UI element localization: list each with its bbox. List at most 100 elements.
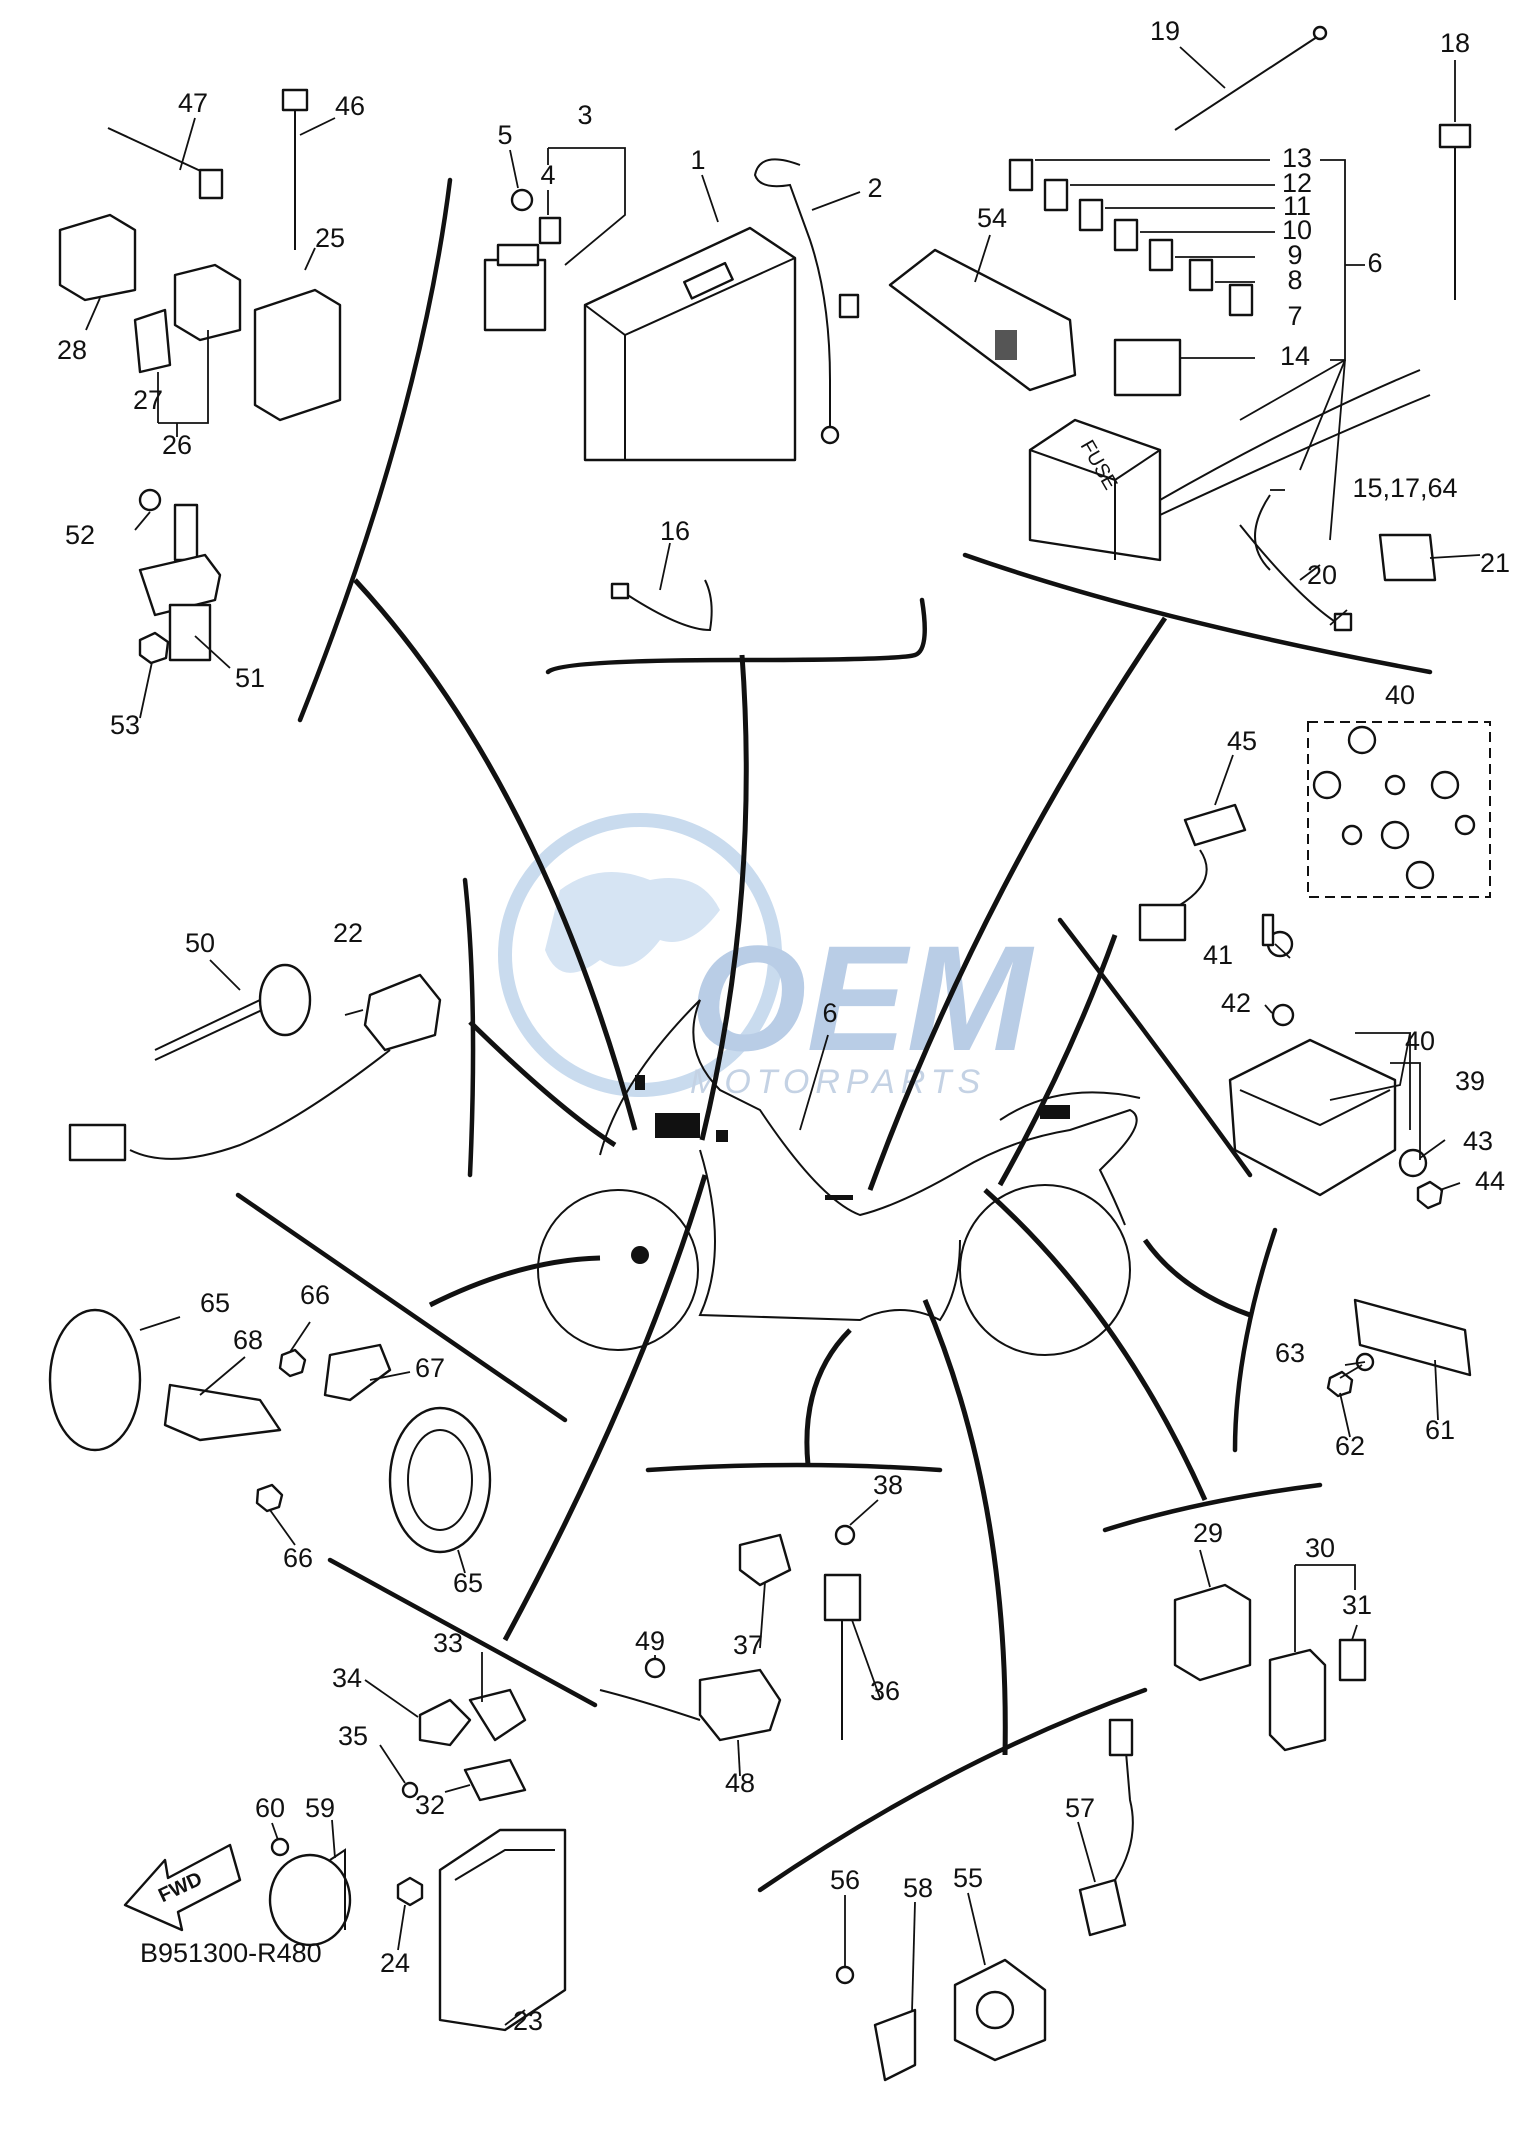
callout-24: 24 [380, 1948, 410, 1978]
sensor-48 [599, 1657, 782, 1742]
frame-oxygen [645, 1462, 943, 1473]
callout-36: 36 [870, 1676, 900, 1706]
callout-65-left: 65 [200, 1288, 230, 1318]
callout-48: 48 [725, 1768, 755, 1798]
relays-29-31 [1173, 1583, 1367, 1752]
frame-relays [297, 177, 453, 723]
callout-35: 35 [338, 1721, 368, 1751]
horn-59 [268, 1837, 352, 1947]
bike-body [599, 999, 1138, 1226]
callout-14: 14 [1280, 341, 1310, 371]
cable-ties [107, 25, 1472, 300]
callout-8: 8 [1287, 265, 1302, 295]
watermark-sub: MOTORPARTS [690, 1063, 986, 1101]
o2-sensor-36 [738, 1524, 862, 1740]
group-frames [235, 177, 1433, 1893]
reflector-61 [1326, 1298, 1472, 1398]
relays-left [58, 213, 342, 422]
fuse-puller [888, 248, 1077, 392]
callout-23: 23 [513, 2006, 543, 2036]
frame-battery [545, 597, 928, 675]
callout-63: 63 [1275, 1338, 1305, 1368]
callout-20: 20 [1307, 560, 1337, 590]
callout-5: 5 [497, 120, 512, 150]
arrow-relays [353, 578, 638, 1131]
fuses [1008, 158, 1254, 397]
bike-component-b [635, 1075, 645, 1090]
frame-ecu [1057, 917, 1253, 1178]
callout-57: 57 [1065, 1793, 1095, 1823]
callout-12: 12 [1282, 168, 1312, 198]
bike-component-e [631, 1246, 649, 1264]
arrow-throttle [922, 1299, 1008, 1756]
harness-22-50 [68, 963, 442, 1162]
callout-59: 59 [305, 1793, 335, 1823]
callout-9: 9 [1287, 240, 1302, 270]
callout-34: 34 [332, 1663, 362, 1693]
frame-relay-r [1102, 1482, 1323, 1533]
callout-52: 52 [65, 520, 95, 550]
watermark: OEM MOTORPARTS [498, 813, 1035, 1101]
bike-lower [698, 1149, 961, 1322]
callout-leaders [85, 46, 1481, 2026]
callout-65-right: 65 [453, 1568, 483, 1598]
frame-fusebox [962, 552, 1433, 675]
arrow-battery [699, 654, 749, 1141]
callout-58: 58 [903, 1873, 933, 1903]
watermark-main: OEM [690, 914, 1035, 1082]
bike-component-d [825, 1195, 853, 1200]
callout-27: 27 [133, 385, 163, 415]
battery [583, 226, 797, 462]
callout-18: 18 [1440, 28, 1470, 58]
callout-43: 43 [1463, 1126, 1493, 1156]
callout-39: 39 [1455, 1066, 1485, 1096]
callout-40-box: 40 [1385, 680, 1415, 710]
arrow-reflector [428, 1255, 601, 1308]
callout-16: 16 [660, 516, 690, 546]
callout-2: 2 [867, 173, 882, 203]
regulator-23 [396, 1828, 567, 2032]
callout-19: 19 [1150, 16, 1180, 46]
callout-10: 10 [1282, 215, 1312, 245]
fuse-box: FUSE [1028, 369, 1431, 562]
callout-60: 60 [255, 1793, 285, 1823]
callout-labels: 1 2 3 4 5 6 6 7 8 9 10 11 12 13 14 15,17… [57, 16, 1510, 2036]
callout-26: 26 [162, 430, 192, 460]
arrow-regulator [502, 1174, 708, 1642]
callout-22: 22 [333, 918, 363, 948]
callout-62: 62 [1335, 1431, 1365, 1461]
arrow-sensor [468, 1020, 617, 1148]
battery-cable [753, 158, 860, 445]
callout-54: 54 [977, 203, 1007, 233]
ecu-39 [1228, 913, 1444, 1210]
callout-31: 31 [1342, 1590, 1372, 1620]
callout-7: 7 [1287, 301, 1302, 331]
callout-28: 28 [57, 335, 87, 365]
bike-tail [999, 1091, 1141, 1121]
leader-arrows [353, 578, 1251, 1756]
callout-41: 41 [1203, 940, 1233, 970]
callout-37: 37 [733, 1630, 763, 1660]
callout-1: 1 [690, 145, 705, 175]
callout-46: 46 [335, 91, 365, 121]
arrow-right-reflector [1142, 1238, 1251, 1318]
frame-throttle [757, 1687, 1148, 1893]
callout-47: 47 [178, 88, 208, 118]
arrow-relay-r [983, 1188, 1208, 1502]
callout-4: 4 [540, 160, 555, 190]
bike-component-battery [655, 1113, 700, 1138]
callout-38: 38 [873, 1470, 903, 1500]
callout-29: 29 [1193, 1518, 1223, 1548]
callout-49: 49 [635, 1626, 665, 1656]
rubber-grommets-40 [1307, 721, 1491, 898]
callout-50: 50 [185, 928, 215, 958]
frame-sensor [462, 877, 476, 1178]
callout-25: 25 [315, 223, 345, 253]
strap-16 [610, 579, 713, 632]
callout-56: 56 [830, 1865, 860, 1895]
callout-33: 33 [433, 1628, 463, 1658]
arrow-fusebox [867, 616, 1168, 1191]
frame-reflectors [235, 1192, 568, 1423]
coupler-45 [1138, 803, 1247, 942]
callout-66-bottom: 66 [283, 1543, 313, 1573]
